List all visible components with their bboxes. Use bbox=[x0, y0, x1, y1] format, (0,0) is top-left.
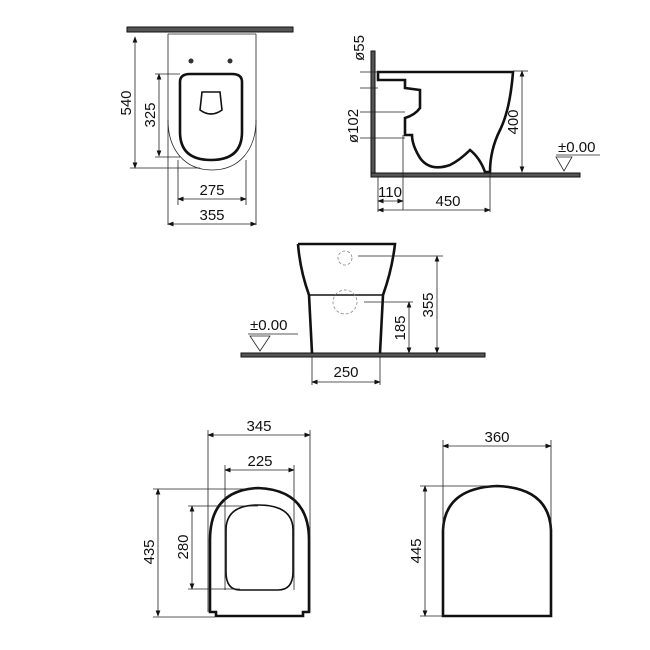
fixing-hole-icon bbox=[227, 58, 233, 64]
floor-line bbox=[240, 352, 486, 358]
dim-o55: ø55 bbox=[351, 35, 368, 61]
dim-280: 280 bbox=[175, 534, 192, 559]
dim-450: 450 bbox=[435, 193, 460, 210]
dim-250: 250 bbox=[333, 364, 358, 381]
seat-inner-outline bbox=[225, 504, 294, 591]
top-view: 540 325 275 355 bbox=[118, 26, 294, 227]
dim-325: 325 bbox=[142, 102, 159, 127]
dim-185: 185 bbox=[392, 315, 409, 340]
fixing-hole-icon bbox=[188, 58, 194, 64]
wall-plate bbox=[126, 26, 294, 33]
toilet-side-outline bbox=[376, 70, 515, 174]
cover-outline bbox=[441, 484, 553, 618]
dim-275: 275 bbox=[199, 182, 224, 199]
seat-outline bbox=[178, 72, 244, 162]
level-marker-icon bbox=[249, 335, 271, 352]
dim-400: 400 bbox=[505, 109, 522, 134]
front-view: 355 185 ±0.00 250 bbox=[240, 242, 486, 385]
bowl-opening bbox=[199, 91, 223, 115]
floor-level-label-front: ±0.00 bbox=[250, 317, 287, 334]
bowl-outline bbox=[167, 119, 257, 171]
floor-level-label: ±0.00 bbox=[558, 139, 595, 156]
dim-435: 435 bbox=[141, 539, 158, 564]
seat-outer-outline bbox=[208, 486, 311, 618]
dim-360: 360 bbox=[484, 429, 509, 446]
dim-225: 225 bbox=[247, 453, 272, 470]
dim-110: 110 bbox=[378, 184, 402, 201]
dim-540: 540 bbox=[118, 90, 135, 115]
toilet-front-outline bbox=[296, 242, 397, 354]
side-view: ø55 ø102 400 ±0.00 110 450 bbox=[345, 35, 600, 213]
cover-view: 360 445 bbox=[408, 429, 553, 618]
dim-o102: ø102 bbox=[345, 109, 362, 143]
dim-345: 345 bbox=[246, 418, 271, 435]
floor-line bbox=[370, 172, 581, 178]
dim-355-front: 355 bbox=[420, 292, 437, 317]
seat-view: 345 225 435 280 bbox=[141, 418, 311, 618]
level-marker-icon bbox=[555, 156, 573, 172]
dim-445: 445 bbox=[408, 538, 425, 563]
dim-355: 355 bbox=[199, 207, 224, 224]
